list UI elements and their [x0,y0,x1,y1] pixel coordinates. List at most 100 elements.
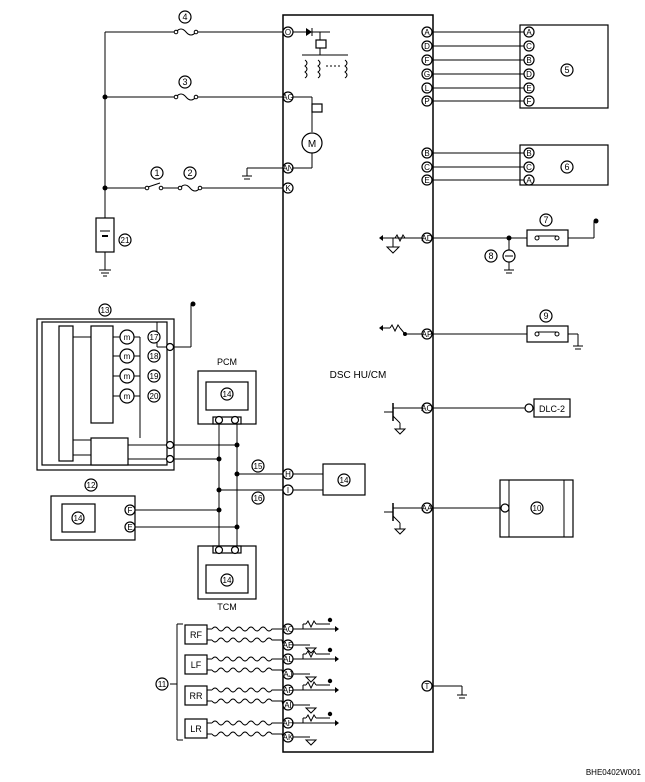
pin-O: O [282,26,294,38]
box6-pins: B C A [523,147,535,186]
svg-text:AJ: AJ [283,670,292,679]
tcm-unit: 14 TCM [197,545,257,612]
svg-text:AI: AI [284,701,292,710]
pin-H: H [282,468,294,480]
svg-text:T: T [425,682,430,691]
pin-AG: AG [282,91,294,103]
sensor-internal-circuits [293,617,339,746]
svg-text:11: 11 [158,680,167,689]
component-12: 14 F E [50,495,136,541]
svg-text:2: 2 [187,168,192,178]
sensor-pins: AC AE AL AJ AF AI AH AK [282,623,294,743]
svg-text:17: 17 [150,333,159,342]
svg-text:10: 10 [533,504,542,513]
dsc-module-box [282,14,434,753]
callout-9: 9 [539,309,553,323]
svg-text:B: B [526,149,531,158]
svg-text:14: 14 [340,476,349,485]
svg-text:F: F [527,97,532,106]
svg-text:15: 15 [254,462,263,471]
svg-text:C: C [526,163,532,172]
svg-text:DLC-2: DLC-2 [539,404,565,414]
callout-13: 13 [98,303,112,317]
svg-text:E: E [526,84,531,93]
svg-text:F: F [425,56,430,65]
module-pins-right-top: A D F G L P [421,26,433,107]
svg-text:PCM: PCM [217,357,237,367]
svg-text:G: G [424,70,430,79]
box6-wires [431,152,524,181]
box5-pins: A C B D E F [523,26,535,107]
ao-transistor [384,403,525,435]
svg-text:D: D [526,70,532,79]
callout-12: 12 [84,478,98,492]
pin-AO: AO [421,402,433,414]
callout-2: 2 [183,166,197,180]
svg-text:P: P [424,97,429,106]
svg-text:4: 4 [182,12,187,22]
callout-6: 6 [560,160,574,174]
svg-text:B: B [424,149,429,158]
svg-text:14: 14 [223,390,232,399]
aa-transistor [384,503,505,535]
svg-text:C: C [526,42,532,51]
svg-text:AH: AH [282,719,293,728]
svg-text:AG: AG [282,93,294,102]
svg-text:K: K [285,184,291,193]
figure-id: BHE0402W001 [586,768,642,777]
svg-text:AA: AA [422,504,433,513]
svg-text:E: E [127,523,132,532]
pump-motor: M [293,96,323,169]
sensor-return-wires [281,639,284,738]
sensor-rr: RR [184,685,282,706]
pin-K: K [282,182,294,194]
svg-text:RR: RR [190,691,203,701]
svg-text:A: A [526,28,532,37]
callout-5: 5 [560,63,574,77]
ad-wiring [432,218,599,274]
svg-text:RF: RF [190,630,202,640]
callout-21: 21 [118,233,132,247]
svg-text:m: m [124,372,131,381]
fuse-3 [173,93,199,101]
svg-text:H: H [285,470,291,479]
svg-text:L: L [425,84,430,93]
svg-text:m: m [124,352,131,361]
pin-T: T [421,680,433,692]
svg-text:8: 8 [488,251,493,261]
fuse-2 [177,184,203,192]
svg-text:3: 3 [182,77,187,87]
svg-text:9: 9 [543,311,548,321]
svg-text:AN: AN [282,164,293,173]
callout-7: 7 [539,213,553,227]
svg-text:13: 13 [101,306,110,315]
callouts-17-20: 17 18 19 20 [147,330,161,403]
svg-text:B: B [526,56,531,65]
switch-7 [526,229,569,247]
callout-15: 15 [251,459,265,473]
pin-AN: AN [282,162,294,174]
dlc-2-connector: DLC-2 [524,398,571,418]
component-13-connectors [165,301,237,464]
internal-solenoids [293,28,348,79]
battery [95,217,115,277]
svg-text:AK: AK [283,733,294,742]
callout-8: 8 [484,249,498,263]
svg-text:AC: AC [282,625,293,634]
box5-wires [431,31,524,102]
svg-text:m: m [124,392,131,401]
sensor-bracket [170,623,183,741]
ignition-switch [144,182,164,191]
pin-AP: AP [421,328,433,340]
svg-text:O: O [285,28,291,37]
svg-text:12: 12 [87,481,96,490]
internal-can-14: 14 [293,463,366,496]
callout-11: 11 [155,677,169,691]
svg-text:AD: AD [421,234,432,243]
svg-text:16: 16 [254,494,263,503]
svg-text:E: E [424,176,429,185]
svg-text:1: 1 [154,168,159,178]
sensor-rf: RF [184,624,282,645]
callout-1: 1 [150,166,164,180]
